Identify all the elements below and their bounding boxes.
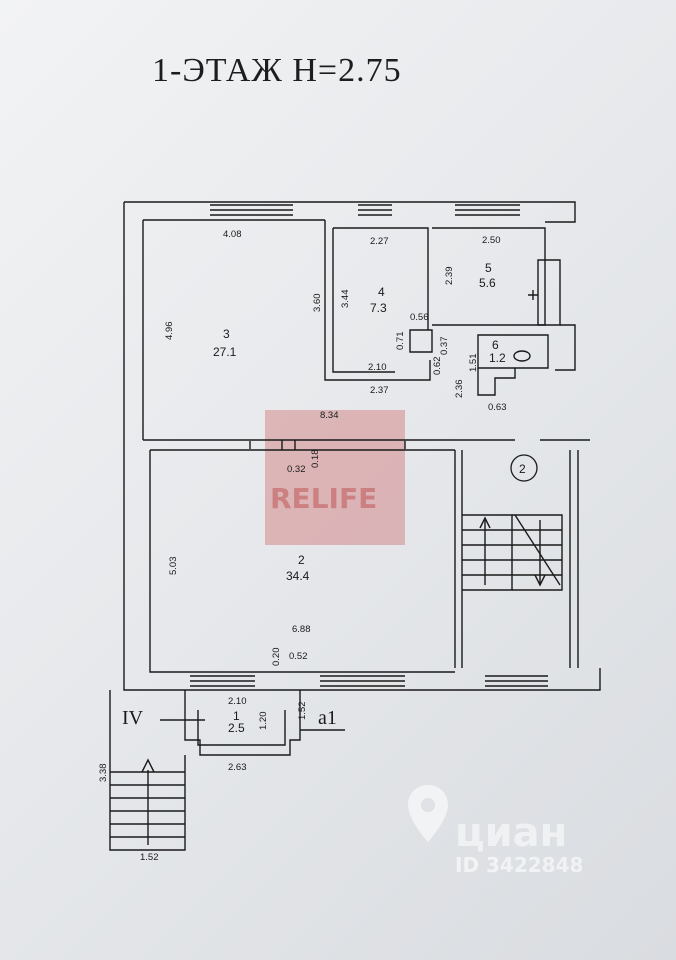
room-4-number: 4 <box>378 285 385 299</box>
dim-r1-side: 1.52 <box>297 702 308 721</box>
room-6-area: 1.2 <box>489 351 506 365</box>
relife-watermark-text: RELIFE <box>270 482 377 515</box>
dim-r6-d: 2.36 <box>454 380 465 399</box>
dim-r5-top: 2.50 <box>482 235 501 246</box>
room-2-area: 34.4 <box>286 569 310 583</box>
room-4-area: 7.3 <box>370 301 387 315</box>
dim-r4-top: 2.27 <box>370 236 389 247</box>
cian-pin-icon <box>408 785 448 842</box>
room-6-number: 6 <box>492 338 499 352</box>
room-labels: 3 27.1 4 7.3 5 5.6 6 1.2 2 34.4 1 2.5 <box>213 261 506 735</box>
room-3-number: 3 <box>223 327 230 341</box>
dimension-labels: 4.08 4.96 2.27 3.60 3.44 2.10 2.37 0.56 … <box>98 229 507 863</box>
dim-r4-left-inner: 3.44 <box>340 290 351 309</box>
relife-watermark: RELIFE <box>265 410 405 545</box>
dim-r6-a: 0.37 <box>439 337 450 356</box>
room-3-area: 27.1 <box>213 345 237 359</box>
walls <box>109 201 601 851</box>
dim-r6-c: 1.51 <box>468 354 479 373</box>
dim-r4-niche-h: 0.71 <box>395 332 406 351</box>
dim-door2-d: 0.20 <box>271 648 282 667</box>
cian-brand-text: циан <box>455 810 567 856</box>
room-2-number: 2 <box>298 553 305 567</box>
cian-id-text: ID 3422848 <box>455 853 583 877</box>
entrance-roman-label: IV <box>122 707 144 729</box>
room-1-area: 2.5 <box>228 721 245 735</box>
dim-r1-bottom: 2.63 <box>228 762 247 773</box>
dim-r2-height: 5.03 <box>168 557 179 576</box>
room-5-number: 5 <box>485 261 492 275</box>
dim-r2-width: 6.88 <box>292 624 311 635</box>
dim-r1-h: 1.20 <box>258 712 269 731</box>
dim-r5-left: 2.39 <box>444 267 455 286</box>
dim-door-d: 0.18 <box>310 450 321 469</box>
room-5-area: 5.6 <box>479 276 496 290</box>
stair-circle-marker <box>510 454 538 482</box>
dim-r3-height: 4.96 <box>164 322 175 341</box>
dim-r4-bottom: 2.10 <box>368 362 387 373</box>
dim-stair-h: 3.38 <box>98 764 109 783</box>
dim-r1-top: 2.10 <box>228 696 247 707</box>
dim-wall-length: 8.34 <box>320 410 339 421</box>
dim-r3-width: 4.08 <box>223 229 242 240</box>
dim-r4-left-outer: 3.60 <box>312 294 323 313</box>
dim-r4-bottom-outer: 2.37 <box>370 385 389 396</box>
cian-watermark: циан ID 3422848 <box>408 785 583 877</box>
room-1-number: 1 <box>233 709 240 723</box>
stair-circle-label: 2 <box>519 462 526 476</box>
dim-stair-w: 1.52 <box>140 852 159 863</box>
entrance-letter-label: а1 <box>318 707 337 729</box>
dim-r6-b: 0.62 <box>432 357 443 376</box>
dim-r4-niche-w: 0.56 <box>410 312 429 323</box>
dim-r6-bottom: 0.63 <box>488 402 507 413</box>
dim-door-w: 0.32 <box>287 464 306 475</box>
floor-title: 1-ЭТАЖ Н=2.75 <box>152 52 402 89</box>
dim-door2-w: 0.52 <box>289 651 308 662</box>
